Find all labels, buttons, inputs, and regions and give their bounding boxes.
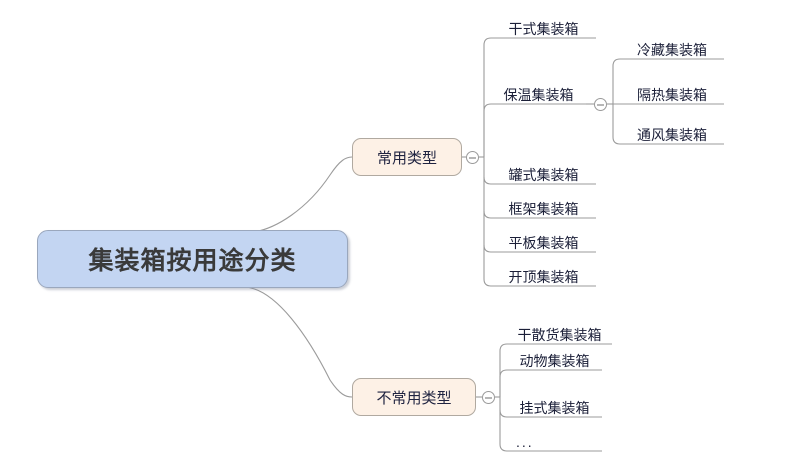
leaf-node-label: 通风集装箱 [637, 126, 707, 143]
leaf-node-label: 平板集装箱 [508, 234, 579, 251]
root-node[interactable]: 集装箱按用途分类 [37, 230, 348, 288]
link-root-to-uncommon [242, 286, 353, 398]
leaf-node-label: ... [516, 434, 534, 450]
leaf-node-label: 挂式集装箱 [519, 399, 590, 416]
leaf-node[interactable]: 动物集装箱 [507, 346, 602, 370]
leaf-node[interactable]: 干散货集装箱 [507, 320, 612, 344]
link-common-child-2 [483, 103, 586, 157]
leaf-node-label: 动物集装箱 [519, 352, 590, 369]
leaf-node-label: 隔热集装箱 [637, 86, 707, 103]
leaf-node[interactable]: 开顶集装箱 [491, 262, 596, 286]
leaf-node[interactable]: 保温集装箱 [491, 80, 586, 104]
leaf-node[interactable]: 隔热集装箱 [620, 80, 724, 104]
leaf-node-label: 冷藏集装箱 [637, 41, 707, 58]
leaf-node-label: 罐式集装箱 [508, 166, 579, 183]
branch-node-label: 不常用类型 [376, 389, 452, 407]
leaf-node-label: 开顶集装箱 [508, 268, 579, 285]
leaf-node[interactable]: 平板集装箱 [491, 228, 596, 252]
branch-node-label: 常用类型 [376, 149, 437, 167]
minus-circle-icon[interactable] [482, 391, 495, 404]
leaf-node[interactable]: 干式集装箱 [491, 14, 596, 38]
minus-circle-icon[interactable] [466, 151, 479, 164]
link-root-to-common [242, 156, 353, 234]
minus-circle-icon[interactable] [594, 98, 607, 111]
branch-node-uncommon-types[interactable]: 不常用类型 [352, 378, 476, 416]
leaf-node[interactable]: 冷藏集装箱 [620, 35, 724, 59]
root-node-label: 集装箱按用途分类 [88, 247, 297, 275]
leaf-node-label: 干散货集装箱 [517, 326, 602, 343]
leaf-node[interactable]: 框架集装箱 [491, 194, 596, 218]
leaf-node[interactable]: 通风集装箱 [620, 120, 724, 144]
leaf-node-label: 框架集装箱 [508, 200, 579, 217]
branch-node-common-types[interactable]: 常用类型 [352, 138, 462, 176]
leaf-node[interactable]: 挂式集装箱 [507, 393, 602, 417]
leaf-node-label: 干式集装箱 [508, 20, 579, 37]
leaf-node-label: 保温集装箱 [503, 86, 574, 103]
leaf-node[interactable]: ... [507, 427, 602, 451]
leaf-node[interactable]: 罐式集装箱 [491, 160, 596, 184]
